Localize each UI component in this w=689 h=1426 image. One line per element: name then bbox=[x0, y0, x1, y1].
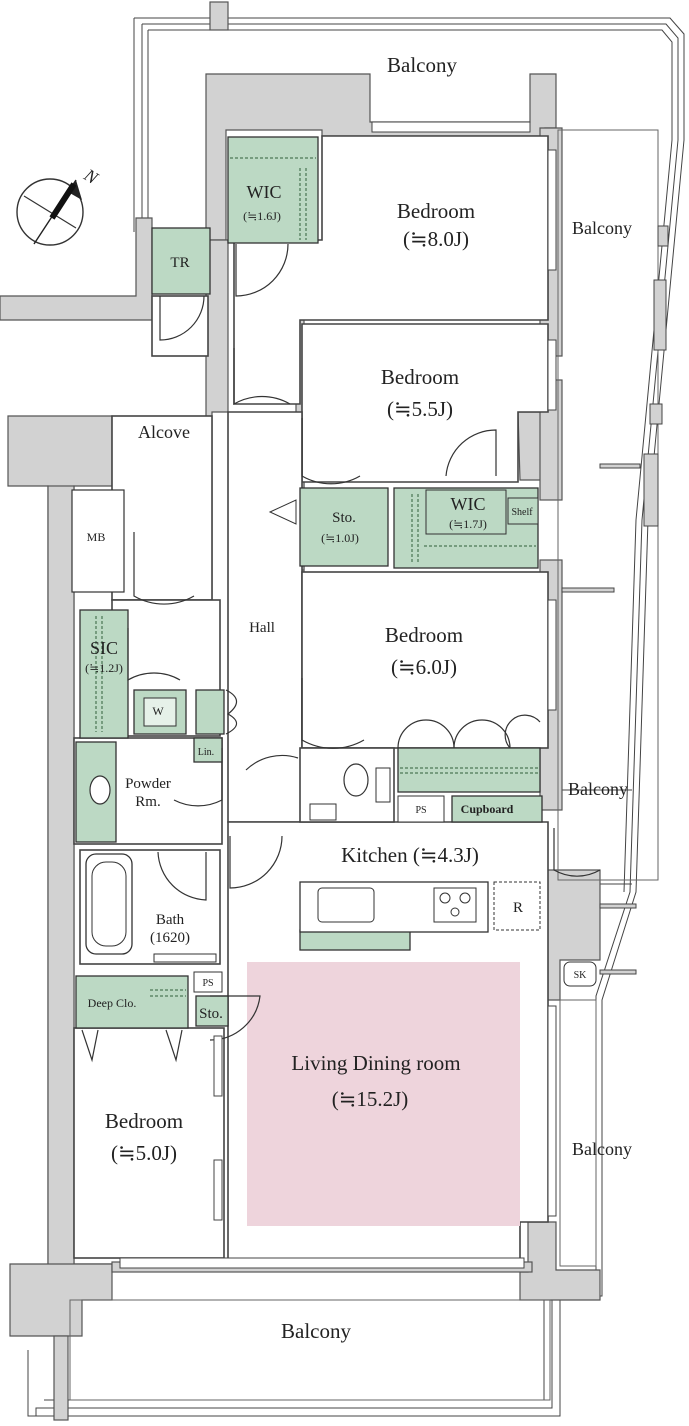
cupboard bbox=[451, 795, 543, 823]
balcony-right-upper-label: Balcony bbox=[572, 218, 632, 238]
deep-clo-label: Deep Clo. bbox=[88, 996, 137, 1010]
wic-top bbox=[227, 136, 319, 244]
deep-closet bbox=[75, 975, 189, 1029]
wic-top-size: (≒1.6J) bbox=[243, 209, 281, 223]
bath-label-1: Bath bbox=[156, 912, 185, 928]
windows bbox=[119, 121, 669, 1269]
shelf-box bbox=[195, 689, 225, 735]
sto-mid bbox=[299, 487, 389, 567]
sink bbox=[317, 887, 375, 923]
mb-box bbox=[71, 489, 125, 593]
wic-top-label: WIC bbox=[247, 182, 282, 202]
balcony-top-label: Balcony bbox=[387, 53, 457, 77]
kitchen-label: Kitchen (≒4.3J) bbox=[341, 843, 479, 867]
bathtub bbox=[85, 853, 133, 955]
sk-label: SK bbox=[574, 970, 588, 981]
ldk-size: (≒15.2J) bbox=[332, 1087, 409, 1111]
ps-bottom-label: PS bbox=[202, 978, 213, 989]
sto-mid-label: Sto. bbox=[332, 510, 356, 526]
cupboard-label: Cupboard bbox=[461, 802, 514, 816]
sic bbox=[79, 609, 129, 739]
bedroom-sw-label: Bedroom bbox=[105, 1109, 183, 1133]
sic-label: SIC bbox=[90, 638, 118, 658]
storage-areas bbox=[75, 136, 543, 1029]
r-label: R bbox=[513, 900, 523, 916]
bedroom-3-size: (≒6.0J) bbox=[391, 655, 457, 679]
closet-bed3 bbox=[397, 747, 541, 793]
ldk-label: Living Dining room bbox=[291, 1051, 460, 1075]
wic-mid-size: (≒1.7J) bbox=[449, 517, 487, 531]
lin-label: Lin. bbox=[198, 747, 214, 758]
balcony-railings bbox=[27, 17, 685, 1417]
ps-top-label: PS bbox=[415, 805, 426, 816]
hall-label: Hall bbox=[249, 620, 275, 636]
balcony-right-mid-label: Balcony bbox=[568, 779, 628, 799]
toilet-icon bbox=[343, 763, 369, 797]
sto-mid-size: (≒1.0J) bbox=[321, 531, 359, 545]
sk-box bbox=[563, 961, 597, 987]
compass-north-label: N bbox=[80, 164, 102, 188]
sic-size: (≒1.2J) bbox=[85, 661, 123, 675]
alcove-label: Alcove bbox=[138, 422, 190, 442]
bedroom-2-size: (≒5.5J) bbox=[387, 397, 453, 421]
living-dining-area bbox=[247, 962, 520, 1226]
washer bbox=[133, 689, 187, 735]
fixtures bbox=[71, 489, 597, 993]
sto-small-label: Sto. bbox=[199, 1006, 223, 1022]
ps-box-top bbox=[397, 795, 445, 823]
kitchen-counter-green bbox=[299, 929, 411, 951]
balcony-right-lower-label: Balcony bbox=[572, 1139, 632, 1159]
mb-label: MB bbox=[87, 530, 106, 544]
bedroom-sw-size: (≒5.0J) bbox=[111, 1141, 177, 1165]
bedroom-3-label: Bedroom bbox=[385, 623, 463, 647]
w-label: W bbox=[152, 704, 164, 718]
doors bbox=[81, 243, 601, 1063]
labels: Balcony Balcony Balcony Balcony Balcony … bbox=[85, 53, 632, 1343]
compass-icon bbox=[16, 178, 84, 246]
bedroom-2-label: Bedroom bbox=[381, 365, 459, 389]
bedroom-top-size: (≒8.0J) bbox=[403, 227, 469, 251]
bath-label-2: (1620) bbox=[150, 930, 190, 946]
powder-label-1: Powder bbox=[125, 776, 171, 792]
wic-mid-label: WIC bbox=[451, 494, 486, 514]
balcony-bottom-label: Balcony bbox=[281, 1319, 351, 1343]
fridge-space bbox=[493, 881, 541, 931]
stove-icon bbox=[433, 887, 477, 923]
tr-label: TR bbox=[170, 255, 189, 271]
shelf-label: Shelf bbox=[511, 507, 533, 518]
washbasin-icon bbox=[89, 775, 111, 805]
tr-room bbox=[151, 227, 211, 295]
powder-label-2: Rm. bbox=[135, 794, 160, 810]
lin-box bbox=[193, 737, 223, 763]
bedroom-top-label: Bedroom bbox=[397, 199, 475, 223]
sto-small bbox=[195, 995, 229, 1027]
ps-box-bottom bbox=[193, 971, 223, 993]
